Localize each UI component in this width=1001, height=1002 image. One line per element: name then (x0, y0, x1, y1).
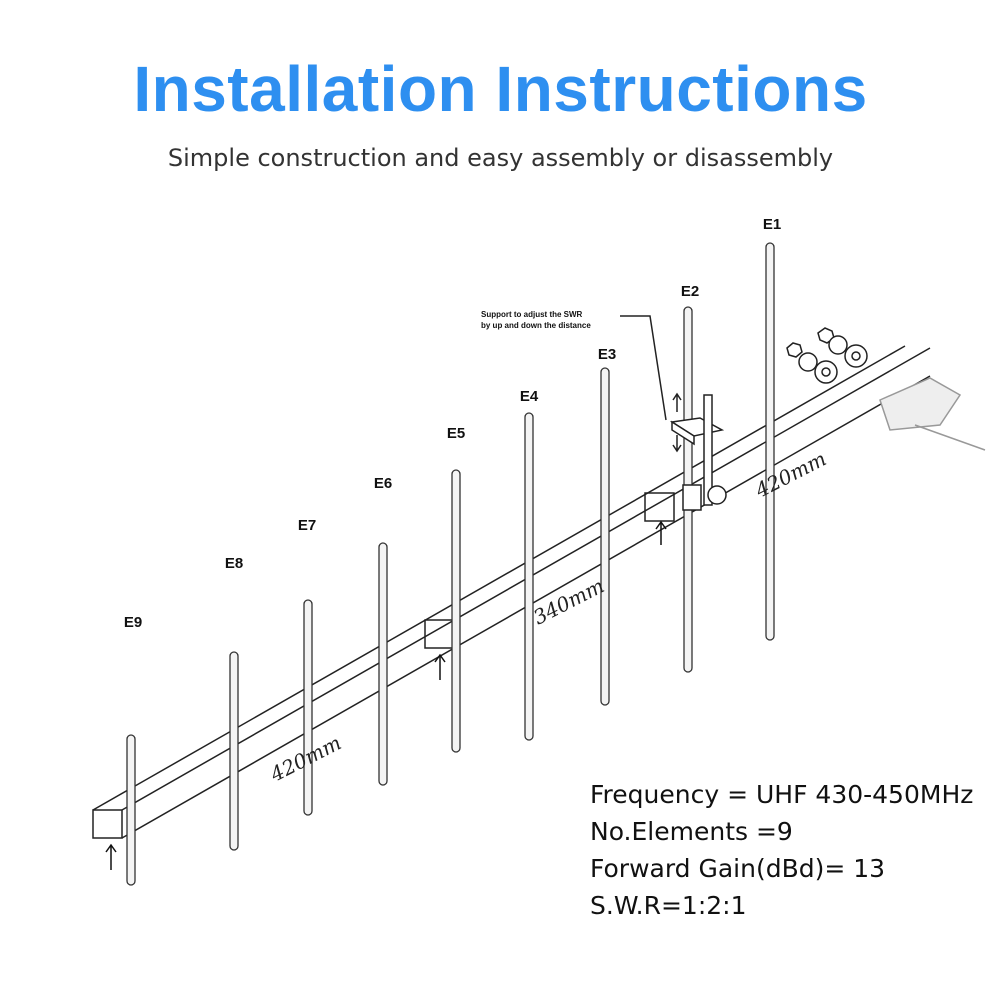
swr-support-bracket (620, 315, 727, 511)
dimension-label-right: 420mm (750, 447, 830, 503)
antenna-boom (92, 345, 931, 839)
element-rod (451, 469, 461, 753)
element-label: E5 (447, 425, 465, 442)
element-label: E9 (124, 614, 142, 631)
spec-swr: S.W.R=1:2:1 (590, 891, 747, 920)
element-label: E1 (763, 216, 781, 233)
element-rod (524, 412, 534, 741)
element-label: E7 (298, 517, 316, 534)
element-rod (303, 599, 313, 816)
element-label: E8 (225, 555, 243, 572)
page-subtitle: Simple construction and easy assembly or… (167, 144, 834, 172)
spec-gain: Forward Gain(dBd)= 13 (590, 854, 886, 883)
specifications: Frequency = UHF 430-450MHz No.Elements =… (590, 776, 973, 924)
joint-arrows (105, 520, 667, 870)
spec-elements: No.Elements =9 (590, 817, 793, 846)
element-rod (765, 242, 775, 641)
page-title: Installation Instructions (133, 53, 868, 125)
element-label: E2 (681, 283, 699, 300)
element-label: E4 (520, 388, 539, 405)
element-rod (229, 651, 239, 851)
element-rod (378, 542, 388, 786)
swr-note-line2: by up and down the distance (481, 321, 591, 330)
element-rod (126, 734, 136, 886)
nuts-washers (786, 327, 868, 384)
element-label: E3 (598, 346, 616, 363)
element-rod (600, 367, 610, 706)
coax-connector (879, 377, 986, 451)
swr-note-line1: Support to adjust the SWR (481, 310, 583, 319)
spec-frequency: Frequency = UHF 430-450MHz (590, 780, 974, 809)
element-label: E6 (374, 475, 392, 492)
